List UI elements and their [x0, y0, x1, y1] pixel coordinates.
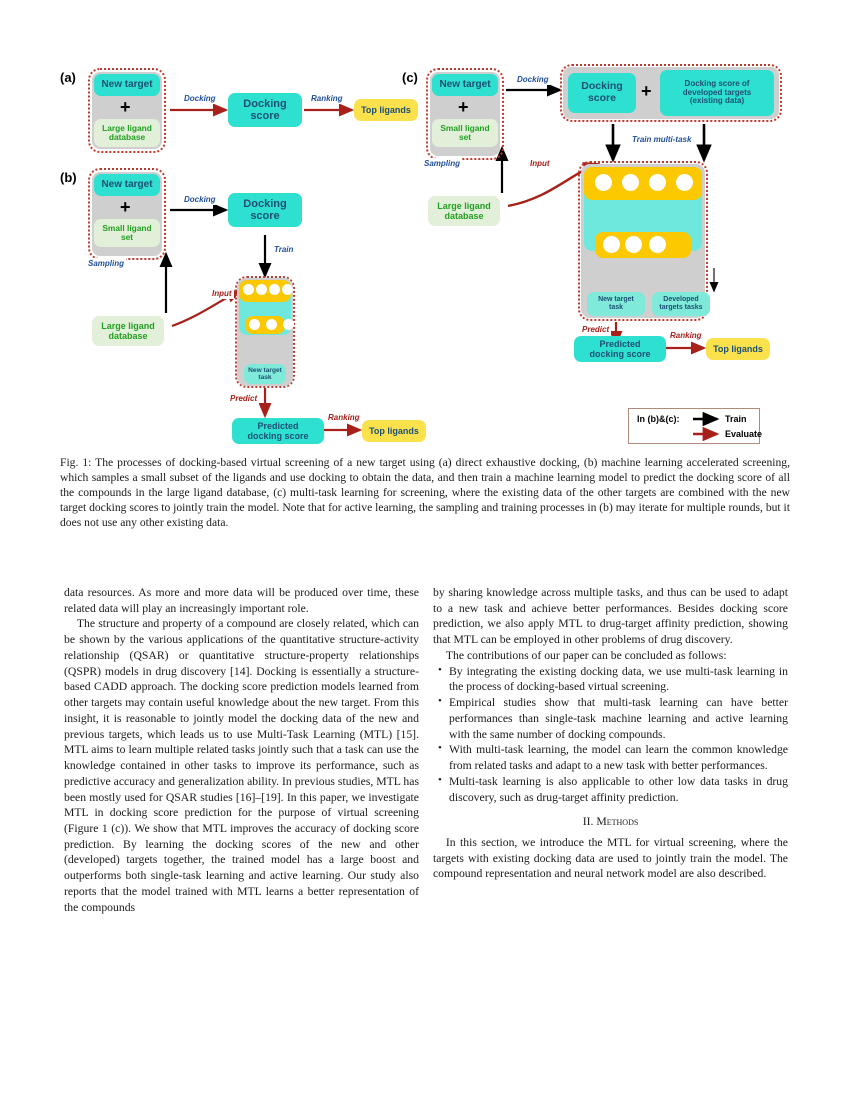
panel-c-predict-label: Predict	[580, 324, 612, 335]
figure-1: (a) New target + Large ligand database D…	[60, 48, 790, 448]
panel-b-docking-label: Docking	[182, 194, 218, 205]
panel-a-ligand-database: Large ligand database	[94, 119, 160, 147]
section-heading: II. Methods	[433, 814, 788, 830]
panel-a-docking-label: Docking	[182, 93, 218, 104]
panel-b-input-group	[88, 168, 166, 260]
panel-c-sampling-label: Sampling	[422, 158, 463, 169]
list-item: With multi-task learning, the model can …	[433, 741, 788, 773]
panel-b-nn-node	[256, 284, 267, 295]
body-column-right: by sharing knowledge across multiple tas…	[433, 585, 788, 882]
body-column-left: data resources. As more and more data wi…	[64, 585, 419, 915]
panel-a-docking-score: Docking score	[228, 93, 302, 127]
panel-b-ligand-database: Large ligand database	[92, 316, 164, 346]
panel-c-nn-node	[649, 236, 666, 253]
panel-c-docking-score: Docking score	[568, 73, 636, 113]
section-number: II.	[582, 815, 594, 829]
contributions-list: By integrating the existing docking data…	[433, 663, 788, 806]
panel-b-label: (b)	[60, 170, 77, 185]
panel-c-plus-2: +	[641, 81, 652, 101]
panel-b-predict-label: Predict	[228, 393, 260, 404]
panel-c-ligand-database: Large ligand database	[428, 196, 500, 226]
panel-b-predicted-score: Predicted docking score	[232, 418, 324, 444]
panel-c-predicted-score: Predicted docking score	[574, 336, 666, 362]
panel-b-top-ligands: Top ligands	[362, 420, 426, 442]
panel-a-input-group	[88, 68, 166, 153]
legend-prefix: In (b)&(c):	[637, 414, 680, 424]
legend-evaluate-label: Evaluate	[725, 429, 763, 439]
panel-c-label: (c)	[402, 70, 418, 85]
panel-b-nn-node	[283, 319, 294, 330]
panel-c-input-label: Input	[528, 158, 552, 169]
panel-c-developed-scores: Docking score of developed targets (exis…	[660, 70, 774, 116]
panel-b-sampling-label: Sampling	[86, 258, 127, 269]
panel-c-nn-node	[649, 174, 666, 191]
panel-c-plus: +	[458, 97, 469, 117]
panel-c-model-group	[578, 161, 708, 321]
section-title: Methods	[596, 815, 639, 829]
right-paragraph-3: In this section, we introduce the MTL fo…	[433, 836, 788, 881]
panel-c-input-group	[426, 68, 504, 160]
left-paragraph-2: The structure and property of a compound…	[64, 617, 419, 914]
panel-b-new-target: New target	[94, 174, 160, 196]
panel-b-nn-node	[249, 319, 260, 330]
panel-b-nn-node	[266, 319, 277, 330]
panel-b-plus: +	[120, 197, 131, 217]
panel-c-ranking-label: Ranking	[668, 330, 704, 341]
panel-b-train-label: Train	[272, 244, 296, 255]
right-paragraph-2: The contributions of our paper can be co…	[445, 648, 727, 662]
panel-c-new-target-task: New target task	[587, 292, 645, 316]
panel-c-nn-node	[625, 236, 642, 253]
panel-b-docking-score: Docking score	[228, 193, 302, 227]
panel-c-docking-label: Docking	[515, 74, 551, 85]
panel-b-input-label: Input	[210, 288, 234, 299]
panel-b-nn-node	[282, 284, 293, 295]
panel-a-label: (a)	[60, 70, 76, 85]
panel-c-small-ligand-set: Small ligand set	[432, 119, 498, 147]
legend-train-label: Train	[725, 414, 747, 424]
panel-b-ranking-label: Ranking	[326, 412, 362, 423]
panel-c-nn-node	[603, 236, 620, 253]
panel-b-nn-node	[269, 284, 280, 295]
right-paragraph-1: by sharing knowledge across multiple tas…	[433, 586, 788, 647]
panel-a-top-ligands: Top ligands	[354, 99, 418, 121]
figure-caption: Fig. 1: The processes of docking-based v…	[60, 456, 790, 530]
panel-a-new-target: New target	[94, 74, 160, 96]
list-item: By integrating the existing docking data…	[433, 663, 788, 695]
panel-b-small-ligand-set: Small ligand set	[94, 219, 160, 247]
list-item: Multi-task learning is also applicable t…	[433, 773, 788, 805]
panel-c-top-ligands: Top ligands	[706, 338, 770, 360]
legend-arrows	[693, 411, 720, 442]
left-paragraph-1: data resources. As more and more data wi…	[64, 586, 419, 615]
panel-c-nn-node	[676, 174, 693, 191]
list-item: Empirical studies show that multi-task l…	[433, 694, 788, 742]
panel-a-plus: +	[120, 97, 131, 117]
panel-c-new-target: New target	[432, 74, 498, 96]
panel-c-train-multitask-label: Train multi-task	[630, 134, 694, 145]
panel-a-ranking-label: Ranking	[309, 93, 345, 104]
panel-b-model-group	[235, 276, 295, 388]
panel-c-developed-tasks: Developed targets tasks	[652, 292, 710, 316]
panel-c-nn-node	[622, 174, 639, 191]
panel-c-scores-group	[560, 64, 782, 122]
panel-b-new-target-task: New target task	[244, 364, 286, 384]
panel-b-nn-node	[243, 284, 254, 295]
figure-legend: In (b)&(c): Train Evaluate	[628, 408, 763, 444]
panel-c-nn-node	[595, 174, 612, 191]
